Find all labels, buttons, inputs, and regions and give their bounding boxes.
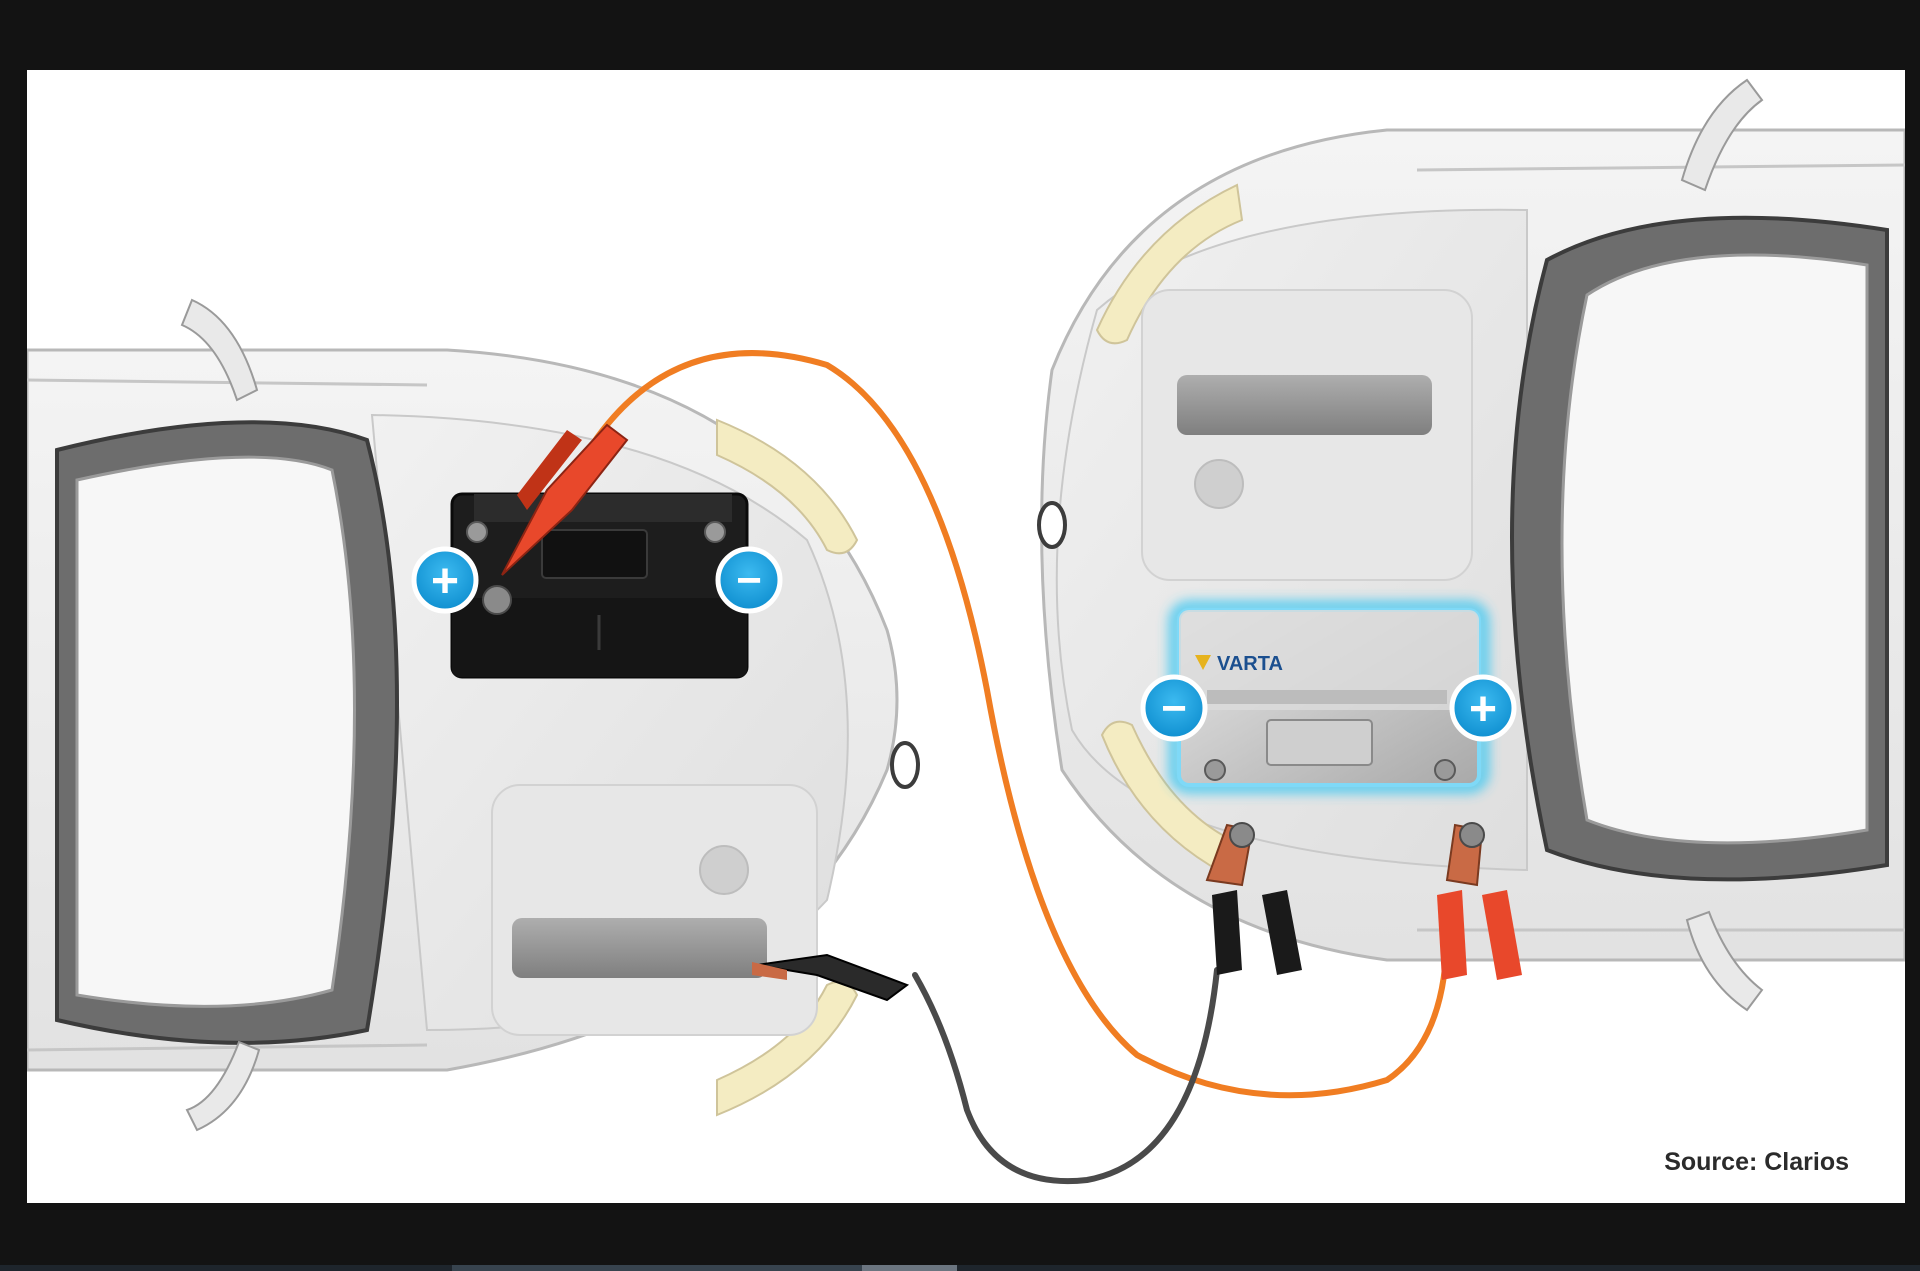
red-clamp-donor-battery (1437, 822, 1522, 980)
left-car-headlight-top (716, 418, 859, 555)
left-car-windshield (75, 455, 356, 1008)
black-clamp-donor-battery (1205, 822, 1302, 975)
right-car-headlight-top (1095, 183, 1244, 345)
donor-battery-negative-badge: − (1140, 674, 1208, 742)
left-car-engine-cover (491, 784, 818, 1036)
right-car-mirror-top (1680, 78, 1764, 192)
left-car-mirror-bottom (185, 1040, 261, 1132)
diagram-frame: VARTA (27, 70, 1905, 1203)
donor-battery-brand: VARTA (1217, 653, 1283, 675)
right-car-reservoir-cap (1194, 459, 1244, 509)
right-car-emblem (1037, 501, 1067, 549)
donor-battery-positive-badge: + (1449, 674, 1517, 742)
jump-start-diagram: VARTA (27, 78, 1905, 1185)
minus-icon: − (736, 556, 762, 605)
bottom-strip (0, 1265, 1920, 1271)
dead-battery-negative-post (704, 521, 726, 543)
minus-icon: − (1161, 684, 1187, 733)
black-clamp-ground (752, 953, 910, 1002)
right-car-engine-panel (1177, 375, 1432, 435)
negative-jumper-cable (912, 967, 1220, 1185)
left-car (27, 298, 920, 1132)
right-car-mirror-bottom (1685, 910, 1764, 1012)
donor-battery-negative-post (1204, 759, 1226, 781)
right-car-windshield (1560, 253, 1869, 845)
dead-battery-positive-post (466, 521, 488, 543)
dead-battery-handle (541, 529, 648, 579)
left-car-emblem (890, 741, 920, 789)
donor-battery-handle (1266, 719, 1373, 766)
left-car-mirror-top (180, 298, 259, 402)
left-car-reservoir-cap (699, 845, 749, 895)
red-clamp-dead-battery (482, 423, 629, 615)
positive-jumper-cable (589, 350, 1450, 1099)
dead-battery-positive-badge: + (411, 546, 479, 614)
left-car-engine-panel (512, 918, 767, 978)
dead-battery-negative-badge: − (715, 546, 783, 614)
donor-battery: VARTA (1169, 601, 1489, 793)
donor-battery-positive-post (1434, 759, 1456, 781)
source-caption: Source: Clarios (1664, 1148, 1849, 1176)
plus-icon: + (431, 555, 459, 608)
right-car-headlight-bottom (1100, 720, 1244, 882)
plus-icon: + (1469, 683, 1497, 736)
